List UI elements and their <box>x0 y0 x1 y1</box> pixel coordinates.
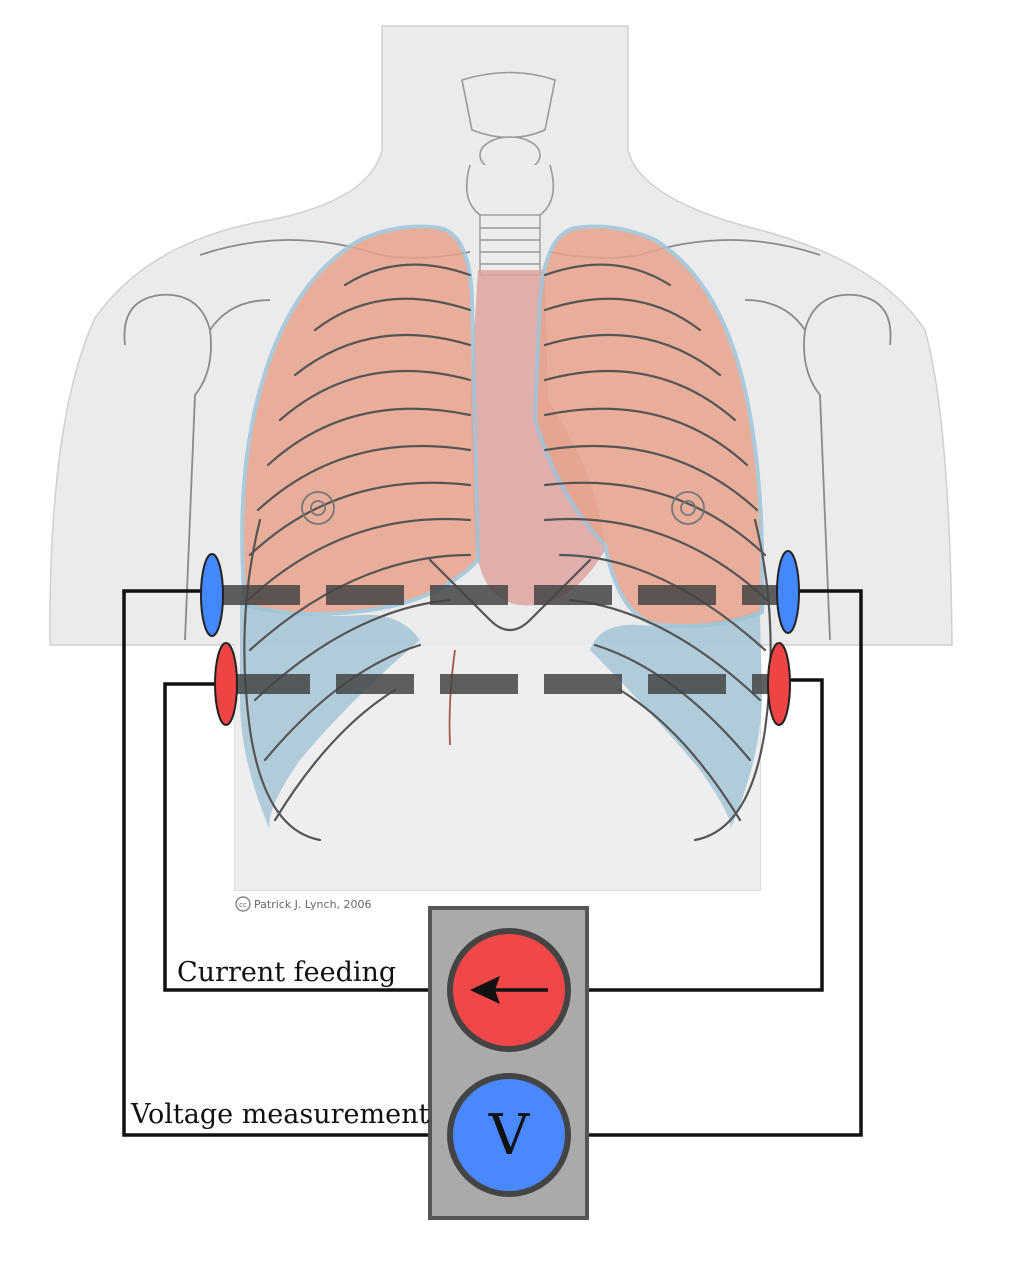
current-electrode-left <box>214 642 238 726</box>
voltage-electrode-right <box>776 550 800 634</box>
credit-line: cc Patrick J. Lynch, 2006 <box>235 896 372 912</box>
right-nipple <box>671 491 705 525</box>
mediastinum <box>470 270 605 606</box>
current-wire-left <box>163 682 450 992</box>
left-diaphragm-region <box>240 600 420 830</box>
voltage-electrode-left <box>200 553 224 637</box>
right-humerus <box>744 293 892 641</box>
voltage-wire-left <box>122 589 450 1137</box>
current-feeding-label: Current feeding <box>177 957 396 988</box>
left-ribs <box>243 263 472 842</box>
current-electrode-right <box>767 642 791 726</box>
svg-text:cc: cc <box>239 901 247 909</box>
trachea <box>479 214 541 276</box>
torso-illustration <box>49 25 953 891</box>
current-wire-right <box>568 678 824 992</box>
voltmeter: V <box>447 1073 571 1197</box>
credit-text: Patrick J. Lynch, 2006 <box>254 898 372 911</box>
voltage-measurement-label: Voltage measurement <box>130 1099 429 1130</box>
voltmeter-symbol: V <box>488 1103 531 1168</box>
voltage-wire-right <box>568 589 863 1137</box>
left-nipple <box>301 491 335 525</box>
aorta-line <box>448 649 456 746</box>
cc-icon: cc <box>235 896 251 912</box>
larynx <box>461 71 556 224</box>
left-humerus <box>123 293 271 641</box>
left-arrow-icon <box>470 976 548 1004</box>
current-source <box>447 928 571 1052</box>
